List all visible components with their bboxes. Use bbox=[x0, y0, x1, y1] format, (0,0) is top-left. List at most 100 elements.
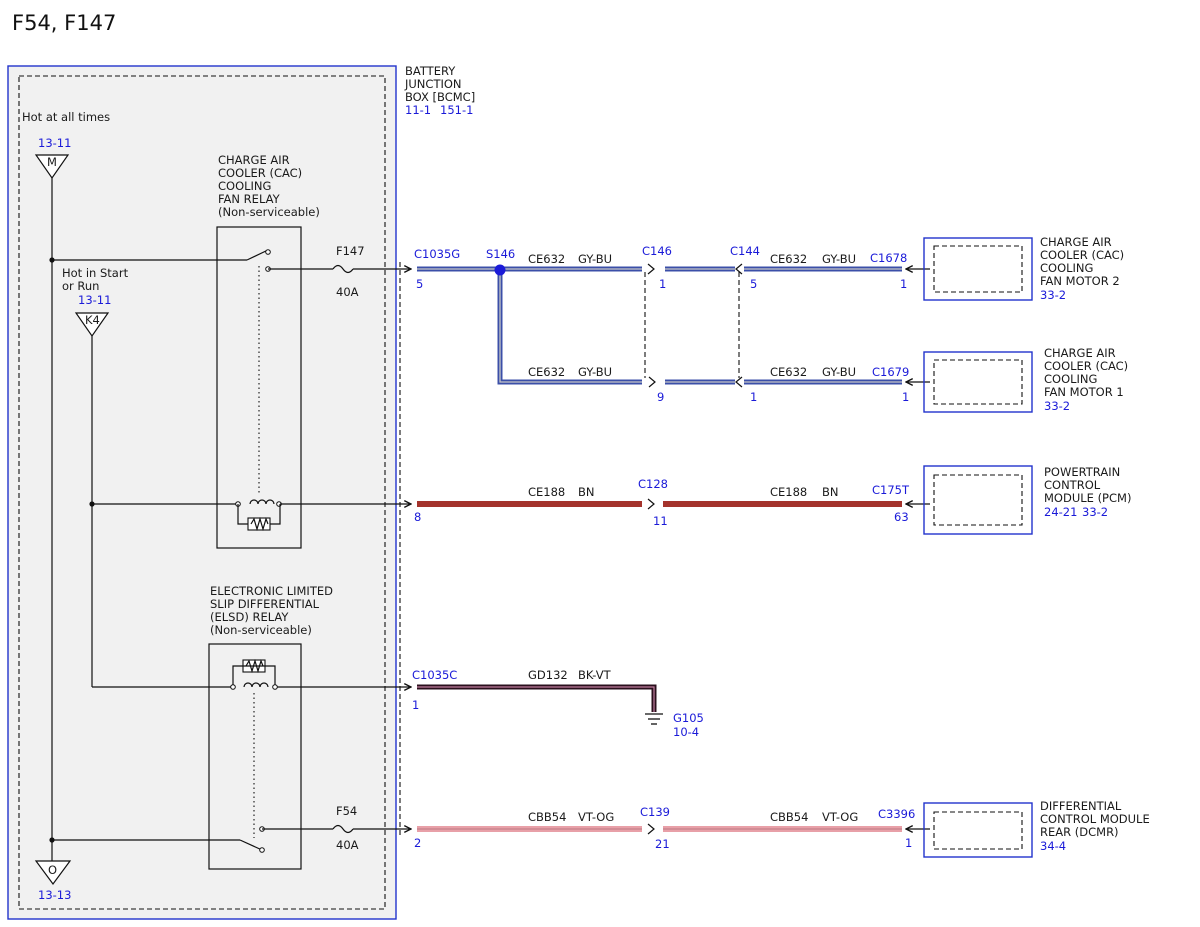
ground-g105[interactable]: G105 bbox=[673, 711, 704, 725]
elsd-relay-coil-icon bbox=[230, 658, 278, 690]
power-o-icon bbox=[34, 860, 72, 886]
connector-c175t[interactable]: C175T bbox=[872, 483, 910, 497]
svg-text:DIFFERENTIAL: DIFFERENTIAL bbox=[1040, 799, 1122, 813]
page-title: F54, F147 bbox=[12, 11, 116, 35]
svg-text:FAN MOTOR 1: FAN MOTOR 1 bbox=[1044, 385, 1124, 399]
svg-text:CONTROL MODULE: CONTROL MODULE bbox=[1040, 812, 1150, 826]
wire-color-gy-bu-3: GY-BU bbox=[578, 365, 612, 379]
connector-c144[interactable]: C144 bbox=[730, 244, 760, 258]
wire-label-ce188-2: CE188 bbox=[770, 485, 807, 499]
ground-g105-ref[interactable]: 10-4 bbox=[673, 725, 699, 739]
connector-c146-icon bbox=[644, 263, 656, 388]
power-k4-icon bbox=[74, 312, 110, 338]
wire-color-vt-og-2: VT-OG bbox=[822, 810, 858, 824]
bjb-ref-151-1[interactable]: 151-1 bbox=[440, 103, 473, 117]
fan-motor-1-ref[interactable]: 33-2 bbox=[1044, 399, 1070, 413]
cac-fan-relay bbox=[216, 226, 302, 549]
power-m-label: M bbox=[47, 155, 57, 169]
fan-motor-2-ref[interactable]: 33-2 bbox=[1040, 288, 1066, 302]
pin-c1035g-5: 5 bbox=[416, 277, 423, 291]
svg-text:ELECTRONIC LIMITED: ELECTRONIC LIMITED bbox=[210, 584, 333, 598]
dcmr-ref[interactable]: 34-4 bbox=[1040, 839, 1066, 853]
connector-c1678[interactable]: C1678 bbox=[870, 251, 907, 265]
pin-c1035-2: 2 bbox=[414, 836, 421, 850]
wire-label-ce632-3: CE632 bbox=[528, 365, 565, 379]
bjb-ref-11-1[interactable]: 11-1 bbox=[405, 103, 431, 117]
splice-s146-dot bbox=[494, 264, 506, 276]
svg-text:COOLING: COOLING bbox=[1044, 372, 1097, 386]
fan-motor-2-component[interactable] bbox=[923, 237, 1033, 301]
fan-motor-1-label: CHARGE AIR COOLER (CAC) COOLING FAN MOTO… bbox=[1044, 346, 1128, 413]
pcm-ref-24-21[interactable]: 24-21 bbox=[1044, 505, 1077, 519]
connector-c128-icon bbox=[647, 498, 655, 510]
connector-c146[interactable]: C146 bbox=[642, 244, 672, 258]
wire-ce632-mid bbox=[665, 266, 735, 385]
ground-icon bbox=[645, 713, 663, 725]
connector-c1679[interactable]: C1679 bbox=[872, 365, 909, 379]
svg-text:FAN MOTOR 2: FAN MOTOR 2 bbox=[1040, 274, 1120, 288]
bjb-label: BATTERY JUNCTION BOX [BCMC] 11-1 151-1 bbox=[404, 64, 475, 117]
hot-start-run-label-2: or Run bbox=[62, 279, 99, 293]
pcm-inner bbox=[933, 474, 1023, 526]
svg-text:REAR (DCMR): REAR (DCMR) bbox=[1040, 825, 1119, 839]
pin-c175t-63: 63 bbox=[894, 510, 909, 524]
elsd-relay bbox=[208, 643, 302, 870]
battery-junction-box bbox=[7, 65, 397, 920]
connector-c1035c[interactable]: C1035C bbox=[412, 668, 457, 682]
wire-label-gd132: GD132 bbox=[528, 668, 568, 682]
svg-text:BATTERY: BATTERY bbox=[405, 64, 456, 78]
pcm-ref-33-2[interactable]: 33-2 bbox=[1082, 505, 1108, 519]
m-ref[interactable]: 13-11 bbox=[38, 136, 71, 150]
pin-c144-1: 1 bbox=[750, 390, 757, 404]
cac-relay-switch bbox=[246, 249, 269, 261]
svg-text:CONTROL: CONTROL bbox=[1044, 478, 1101, 492]
wire-color-gy-bu-2: GY-BU bbox=[822, 252, 856, 266]
pcm-component[interactable] bbox=[923, 465, 1033, 535]
pin-c128-11: 11 bbox=[653, 514, 668, 528]
wire-ce632-seg1 bbox=[417, 266, 642, 385]
fuse-f54-icon bbox=[332, 824, 354, 834]
k4-junction-dot bbox=[89, 501, 95, 507]
pcm-label: POWERTRAIN CONTROL MODULE (PCM) 24-21 33… bbox=[1044, 465, 1131, 519]
svg-text:COOLER (CAC): COOLER (CAC) bbox=[1044, 359, 1128, 373]
wire-color-bk-vt: BK-VT bbox=[578, 668, 612, 682]
connector-c3396[interactable]: C3396 bbox=[878, 807, 915, 821]
dcmr-inner bbox=[933, 811, 1023, 850]
fuse-f147-rating: 40A bbox=[336, 285, 359, 299]
pin-c1679-1: 1 bbox=[902, 390, 909, 404]
svg-text:MODULE (PCM): MODULE (PCM) bbox=[1044, 491, 1131, 505]
wire-color-bn-2: BN bbox=[822, 485, 839, 499]
connector-c139-icon bbox=[647, 823, 655, 835]
splice-s146[interactable]: S146 bbox=[486, 247, 515, 261]
wire-label-ce632-2: CE632 bbox=[770, 252, 807, 266]
pin-c1035g-8: 8 bbox=[414, 510, 421, 524]
connector-c128[interactable]: C128 bbox=[638, 477, 668, 491]
fan-motor-2-inner bbox=[933, 245, 1023, 293]
svg-text:(ELSD) RELAY: (ELSD) RELAY bbox=[210, 610, 289, 624]
pin-c146-1: 1 bbox=[659, 277, 666, 291]
fan-motor-1-component[interactable] bbox=[923, 351, 1033, 413]
svg-text:SLIP DIFFERENTIAL: SLIP DIFFERENTIAL bbox=[210, 597, 320, 611]
svg-text:(Non-serviceable): (Non-serviceable) bbox=[218, 205, 320, 219]
connector-c1035g[interactable]: C1035G bbox=[414, 247, 460, 261]
connector-c139[interactable]: C139 bbox=[640, 805, 670, 819]
wire-color-bn: BN bbox=[578, 485, 595, 499]
hot-junction-dot-bottom bbox=[49, 837, 55, 843]
dcmr-component[interactable] bbox=[923, 802, 1033, 858]
wire-label-ce632: CE632 bbox=[528, 252, 565, 266]
power-k4-label: K4 bbox=[85, 313, 100, 327]
svg-text:POWERTRAIN: POWERTRAIN bbox=[1044, 465, 1120, 479]
svg-text:COOLING: COOLING bbox=[1040, 261, 1093, 275]
pin-c146-9: 9 bbox=[657, 390, 664, 404]
svg-text:(Non-serviceable): (Non-serviceable) bbox=[210, 623, 312, 637]
hot-start-run-label: Hot in Start bbox=[62, 266, 129, 280]
cac-relay-contact bbox=[265, 249, 271, 255]
svg-text:JUNCTION: JUNCTION bbox=[404, 77, 462, 91]
cac-relay-coil-icon bbox=[92, 499, 282, 532]
wire-label-ce632-4: CE632 bbox=[770, 365, 807, 379]
k4-ref[interactable]: 13-11 bbox=[78, 293, 111, 307]
wire-label-cbb54: CBB54 bbox=[528, 810, 566, 824]
o-ref[interactable]: 13-13 bbox=[38, 888, 71, 902]
elsd-relay-switch bbox=[239, 839, 263, 851]
